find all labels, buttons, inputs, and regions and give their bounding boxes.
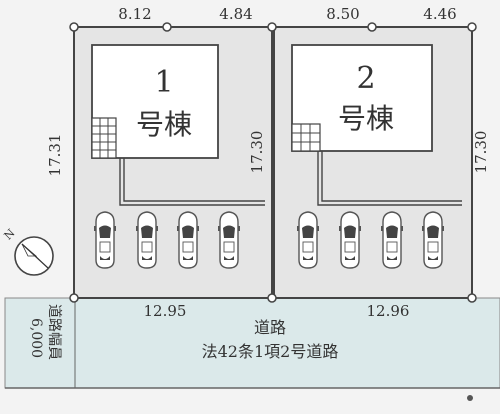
road-name: 道路 bbox=[254, 318, 286, 337]
building-1 bbox=[91, 44, 219, 159]
lot-1-top-dim-2: 4.84 bbox=[219, 5, 252, 23]
building-1-number: 1 bbox=[154, 65, 173, 100]
parking-car-2 bbox=[135, 211, 159, 269]
building-1-label: 号棟 bbox=[136, 108, 192, 141]
stair-grid-2 bbox=[291, 123, 321, 152]
road-width-label: 道路幅員 bbox=[46, 304, 62, 360]
road-law-classification: 法42条1項2号道路 bbox=[202, 342, 339, 361]
lot-1-top-dim-1: 8.12 bbox=[118, 5, 151, 23]
lot-1-bottom-dim: 12.95 bbox=[144, 302, 187, 320]
boundary-markers bbox=[69, 22, 477, 303]
stair-grid-1 bbox=[91, 117, 117, 159]
parking-car-7 bbox=[380, 211, 404, 269]
parking-car-3 bbox=[176, 211, 200, 269]
walkway-line-1a bbox=[119, 158, 265, 206]
parking-car-4 bbox=[217, 211, 241, 269]
marker-dot bbox=[467, 395, 473, 401]
building-2-label: 号棟 bbox=[338, 102, 394, 135]
walkway-line-1b bbox=[123, 158, 265, 202]
parking-car-1 bbox=[93, 211, 117, 269]
walkway-line-2b bbox=[321, 151, 462, 202]
walkway-line-2a bbox=[317, 151, 462, 206]
lot-2-side-dim: 17.30 bbox=[472, 131, 490, 174]
parking-car-6 bbox=[338, 211, 362, 269]
road-width-value: 6,000 bbox=[28, 318, 44, 358]
lot-2-top-dim-2: 4.46 bbox=[423, 5, 456, 23]
road-area bbox=[4, 297, 500, 389]
lot-2-bottom-dim: 12.96 bbox=[367, 302, 410, 320]
building-2-number: 2 bbox=[356, 61, 375, 96]
parking-car-8 bbox=[421, 211, 445, 269]
compass-icon bbox=[14, 236, 54, 276]
lot-1-inner-dim: 17.30 bbox=[248, 131, 266, 174]
lot-1-side-dim: 17.31 bbox=[46, 134, 64, 177]
parking-car-5 bbox=[296, 211, 320, 269]
lot-2-top-dim-1: 8.50 bbox=[326, 5, 359, 23]
